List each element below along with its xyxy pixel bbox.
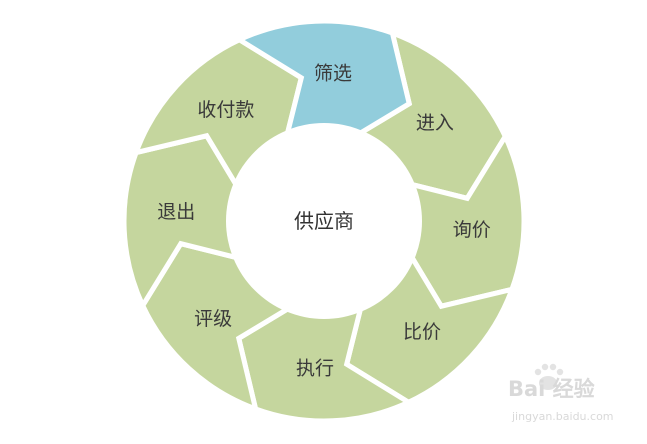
paw-logo-icon: [534, 363, 564, 390]
segment-label: 评级: [194, 308, 232, 330]
segment-label: 进入: [416, 112, 454, 134]
watermark-brand: Bai 经验: [508, 377, 595, 401]
segment-label: 收付款: [197, 99, 254, 121]
segment-label: 询价: [453, 219, 491, 241]
segment-label: 执行: [296, 358, 334, 380]
segment-label: 退出: [157, 201, 195, 223]
watermark: Bai 经验 jingyan.baidu.com: [508, 363, 614, 423]
watermark-url: jingyan.baidu.com: [511, 410, 614, 423]
segment-label: 比价: [403, 321, 441, 343]
segment-label: 筛选: [314, 62, 352, 84]
center-label: 供应商: [294, 209, 354, 233]
center-circle: [226, 123, 422, 319]
